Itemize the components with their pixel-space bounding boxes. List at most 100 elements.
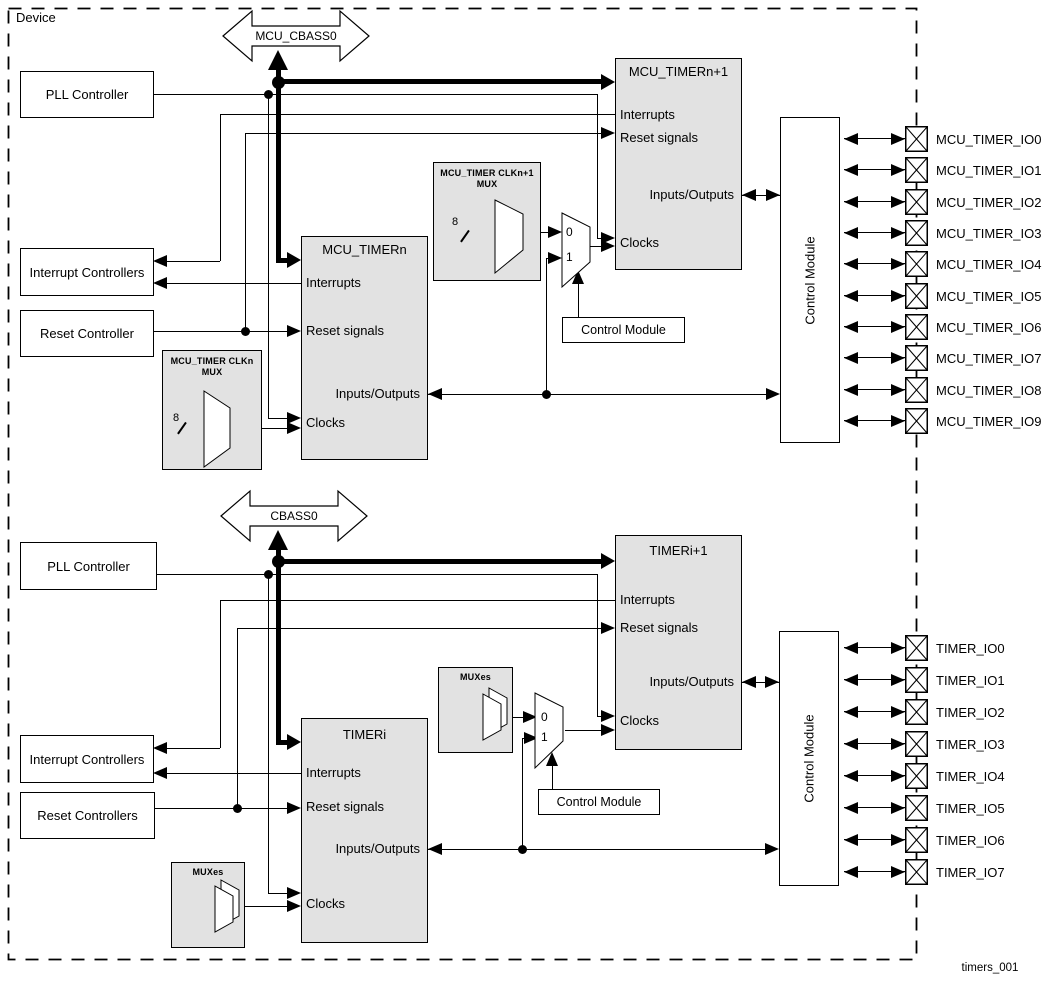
arrowhead [844,352,858,365]
port-clocks: Clocks [620,235,660,250]
io-pad-row: TIMER_IO6 [844,827,1050,853]
mux-trapezoid-icon [203,390,231,468]
wire [276,66,281,263]
wire [237,628,238,808]
arrowhead [287,734,301,750]
io-pad-icon [905,188,928,215]
wire [167,748,220,749]
figure-id: timers_001 [961,962,1019,974]
io-pad-row: MCU_TIMER_IO4 [844,251,1050,278]
arrowhead [891,352,905,365]
arrowhead [844,642,858,654]
arrowhead [844,164,858,177]
arrowhead [601,127,615,139]
timer-title: MCU_TIMERn+1 [628,64,729,79]
io-wire [844,200,905,202]
io-pad-label: TIMER_IO1 [936,673,1005,688]
stacked-mux-icon [214,879,240,933]
arrowhead [287,422,301,434]
port-reset-signals: Reset signals [306,323,385,338]
io-pad-icon [905,313,928,340]
arrowhead [891,258,905,271]
io-pad-label: TIMER_IO6 [936,833,1005,848]
io-pad-icon [905,157,928,184]
junction-dot [241,327,250,336]
arrowhead [268,50,288,70]
io-wire [844,647,905,648]
port-reset-signals: Reset signals [306,799,385,814]
bus-width-label: 8 [173,412,180,424]
port-clocks: Clocks [306,896,346,911]
wire [276,546,281,745]
device-label: Device [16,10,56,25]
reset-controller-label: Reset Controller [40,326,134,341]
wire [505,717,523,718]
wire [742,195,780,196]
port-inputs-outputs: Inputs/Outputs [335,841,420,856]
io-pad-row: TIMER_IO7 [844,859,1050,885]
timer-title: MCU_TIMERn [322,242,407,257]
io-pad-label: TIMER_IO4 [936,769,1005,784]
mcu-timern-block [301,236,428,460]
arrowhead [844,738,858,750]
arrowhead [891,834,905,846]
arrowhead [891,674,905,686]
mcu-timern1-block [615,58,742,270]
arrowhead [844,802,858,814]
io-pad-icon [905,126,928,152]
wire [428,849,765,850]
arrowhead [287,887,301,899]
timeri-block [301,718,428,943]
arrowhead [891,414,905,427]
io-pad-label: TIMER_IO3 [936,737,1005,752]
io-pad-icon [905,345,928,372]
interrupt-controllers-bottom: Interrupt Controllers [20,735,154,783]
wire [155,808,287,809]
io-pad-icon [905,251,928,278]
arrowhead [428,843,442,855]
arrowhead [742,676,756,688]
wire [597,716,601,717]
arrowhead [766,189,780,201]
io-pad-icon [905,376,928,403]
port-inputs-outputs: Inputs/Outputs [649,674,734,689]
junction-dot [264,570,273,579]
io-wire [844,807,905,808]
port-clocks: Clocks [620,713,660,728]
timer-title: TIMERi+1 [649,543,708,558]
wire [428,394,766,395]
io-wire [844,711,905,712]
wire [245,133,601,134]
io-pad-label: TIMER_IO2 [936,705,1005,720]
arrowhead [287,325,301,337]
wire [522,738,523,849]
io-pad-label: MCU_TIMER_IO5 [936,288,1042,304]
mux-input-0: 0 [566,225,573,239]
arrowhead [891,866,905,878]
clock-select-mux-icon [534,692,564,770]
arrowhead [844,320,858,333]
arrowhead [601,240,615,252]
io-pad-row: MCU_TIMER_IO3 [844,219,1050,246]
io-wire [844,388,905,390]
arrowhead [891,802,905,814]
arrowhead [844,834,858,846]
reset-controllers-bottom: Reset Controllers [20,792,155,839]
arrowhead [742,189,756,201]
control-module-pads-top: Control Module [780,117,840,443]
muxes-title: MUXes [192,867,224,877]
io-pad-row: MCU_TIMER_IO6 [844,313,1050,340]
io-wire [844,294,905,296]
io-pad-label: TIMER_IO7 [936,865,1005,880]
mux-input-1: 1 [541,730,548,744]
wire [546,258,547,394]
arrowhead [891,738,905,750]
io-pad-icon [905,282,928,309]
arrowhead [287,900,301,912]
io-wire [844,743,905,744]
io-wire [844,231,905,233]
arrowhead [844,706,858,718]
arrowhead [268,530,288,550]
io-wire [844,325,905,327]
